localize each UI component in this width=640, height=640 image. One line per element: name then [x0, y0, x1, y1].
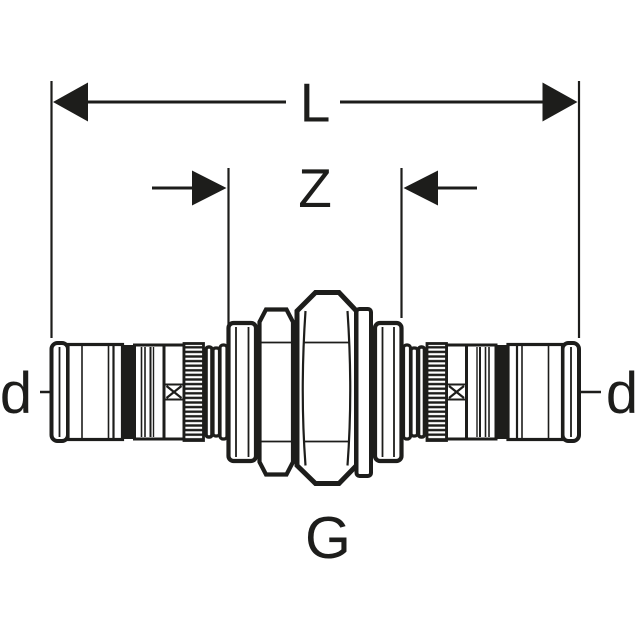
dimension-L: L: [50, 72, 581, 338]
z-arrowhead-right: [403, 170, 438, 206]
flange-right: [372, 320, 404, 464]
press-end-right: [401, 341, 581, 443]
press-end-left: [49, 341, 229, 443]
label-d-right: d: [606, 361, 638, 426]
thread-boss: [354, 307, 373, 478]
label-d-left: d: [0, 361, 32, 426]
label-G: G: [305, 505, 351, 571]
hex-collar: [257, 307, 296, 477]
label-Z: Z: [298, 157, 332, 219]
z-arrowhead-left: [192, 170, 227, 206]
dimension-Z: Z: [152, 157, 477, 329]
flange-left: [226, 320, 259, 464]
label-L: L: [300, 72, 331, 134]
union-hex-nut: [294, 290, 359, 486]
union-assembly: [226, 290, 404, 486]
arrowhead-left: [53, 82, 88, 122]
arrowhead-right: [542, 82, 578, 122]
